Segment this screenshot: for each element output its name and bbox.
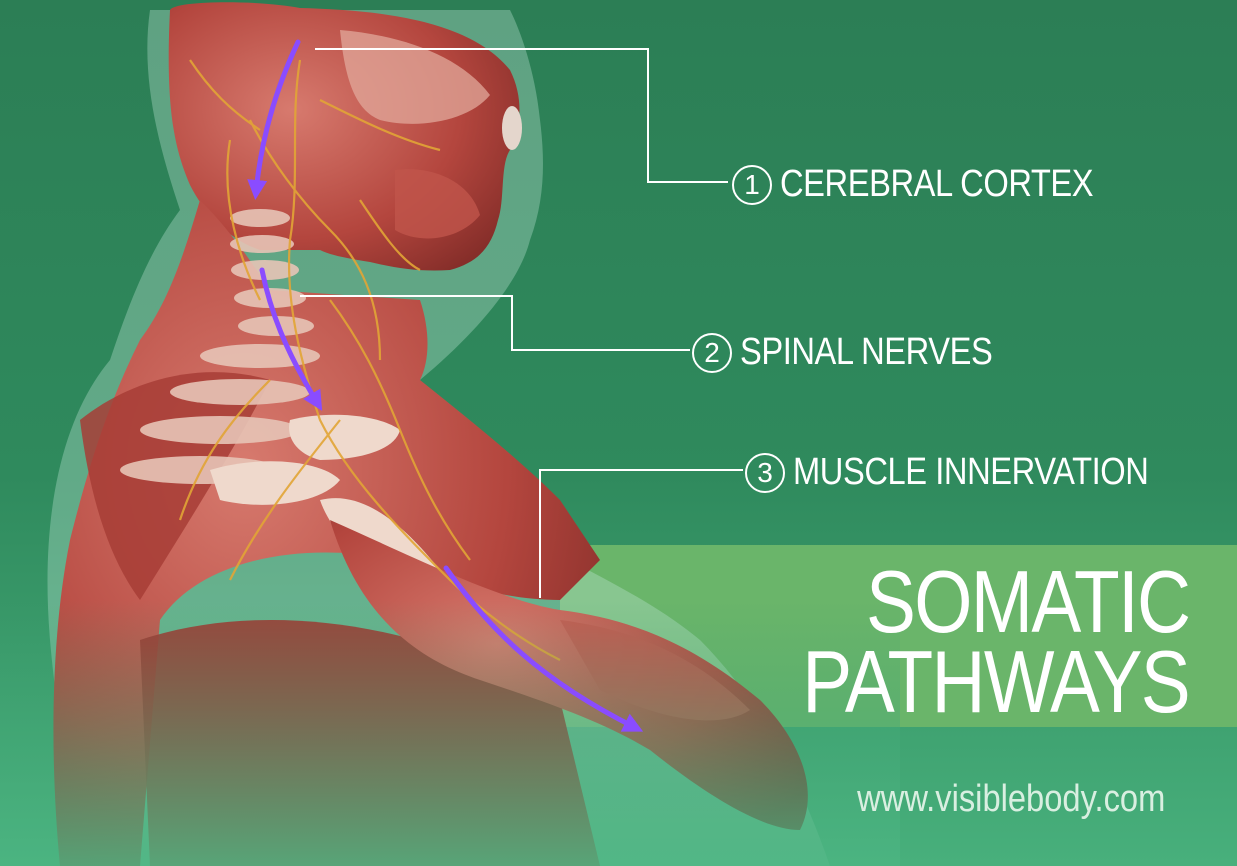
label-text: MUSCLE INNERVATION (793, 451, 1148, 494)
label-cerebral-cortex: 1 CEREBRAL CORTEX (732, 163, 1144, 206)
label-muscle-innervation: 3 MUSCLE INNERVATION (745, 451, 1206, 494)
label-number: 2 (692, 333, 732, 373)
website-url: www.visiblebody.com (857, 778, 1165, 821)
label-spinal-nerves: 2 SPINAL NERVES (692, 331, 1033, 374)
label-text: CEREBRAL CORTEX (780, 163, 1093, 206)
label-text: SPINAL NERVES (740, 331, 992, 374)
bottom-fade (0, 600, 900, 866)
title-line-2: PATHWAYS (802, 638, 1189, 726)
label-number: 3 (745, 453, 785, 493)
label-number: 1 (732, 165, 772, 205)
